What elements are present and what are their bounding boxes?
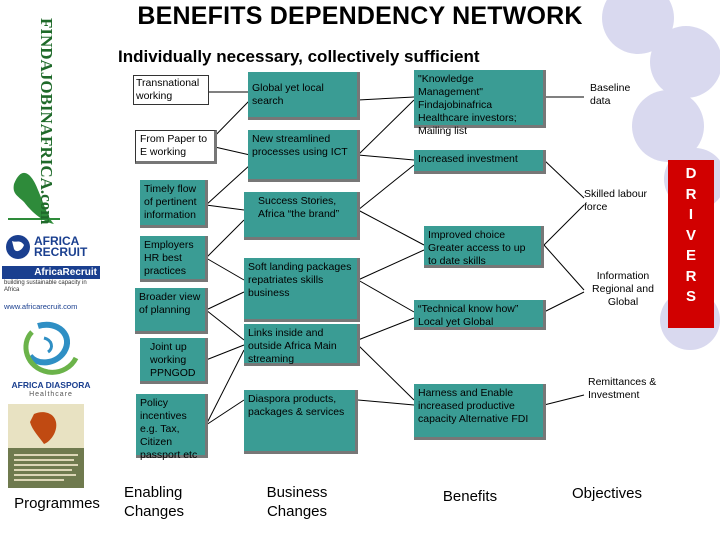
drivers-letter: E: [685, 247, 696, 264]
enabling-change-2: From Paper to E working: [135, 130, 217, 164]
diagram-subtitle: Individually necessary, collectively suf…: [118, 47, 480, 66]
business-change-3: Success Stories, Africa “the brand”: [244, 192, 360, 240]
column-label-enabling: Enabling Changes: [124, 484, 185, 520]
enabling-change-3: Timely flow of pertinent information: [140, 180, 208, 228]
africa-recruit-url: www.africarecruit.com: [4, 302, 78, 311]
objective-4: Remittances & Investment: [588, 376, 657, 401]
enabling-change-1: Transnational working: [133, 75, 209, 105]
objective-3: Information Regional and Global: [592, 270, 654, 308]
africa-recruit-tagline: building sustainable capacity in Africa: [4, 280, 87, 293]
column-label-benefits: Benefits: [442, 488, 498, 505]
diaspora-name: AFRICA DIASPORA: [11, 380, 91, 390]
drivers-letter: I: [688, 206, 694, 223]
africa-recruit-logo: AFRICA RECRUIT AfricaRecruit building su…: [2, 232, 100, 314]
africa-recruit-title: AFRICA RECRUIT: [34, 234, 88, 259]
benefit-4: “Technical know how” Local yet Global: [414, 300, 546, 330]
drivers-letter: R: [685, 267, 697, 285]
business-change-5: Links inside and outside Africa Main str…: [244, 324, 360, 366]
drivers-letter: V: [685, 226, 696, 244]
benefit-5: Harness and Enable increased productive …: [414, 384, 546, 440]
diaspora-swirl-icon: [23, 321, 79, 375]
objective-2: Skilled labour force: [584, 188, 648, 213]
objective-1: Baseline data: [590, 82, 631, 107]
diagram-title: BENEFITS DEPENDENCY NETWORK: [137, 2, 583, 30]
business-change-4: Soft landing packages repatriates skills…: [244, 258, 360, 322]
drivers-letter: R: [685, 185, 697, 203]
drivers-letter: D: [685, 165, 697, 182]
globe-icon: [6, 235, 30, 259]
benefit-2: Increased investment: [414, 150, 546, 174]
enabling-change-5: Broader view of planning: [135, 288, 208, 334]
diaspora-sub: Healthcare: [29, 391, 73, 398]
column-label-objectives: Objectives: [571, 485, 643, 502]
africa-recruit-bar: AfricaRecruit: [2, 266, 100, 279]
enabling-change-6: Joint up working PPNGOD: [140, 338, 208, 384]
drivers-letter: S: [685, 288, 696, 305]
healthcare-africa-photo: [8, 404, 84, 488]
africa-diaspora-healthcare-logo: AFRICA DIASPORA Healthcare: [8, 318, 94, 402]
business-change-1: Global yet local search: [248, 72, 360, 120]
decor-circle: [650, 26, 720, 98]
benefit-3: Improved choice Greater access to up to …: [424, 226, 544, 268]
business-change-2: New streamlined processes using ICT: [248, 130, 360, 182]
enabling-change-7: Policy incentives e.g. Tax, Citizen pass…: [136, 394, 208, 461]
column-label-business: Business Changes: [266, 484, 328, 520]
enabling-change-4: Employers HR best practices: [140, 236, 208, 282]
business-change-6: Diaspora products, packages & services: [244, 390, 358, 454]
benefit-1: "Knowledge Management" Findajobinafrica …: [414, 70, 546, 137]
findajob-logo-text: FINDAJOBINAFRICA.com: [37, 18, 56, 225]
findajobinafrica-logo: FINDAJOBINAFRICA.com: [4, 14, 68, 228]
column-label-programmes: Programmes: [14, 495, 100, 512]
